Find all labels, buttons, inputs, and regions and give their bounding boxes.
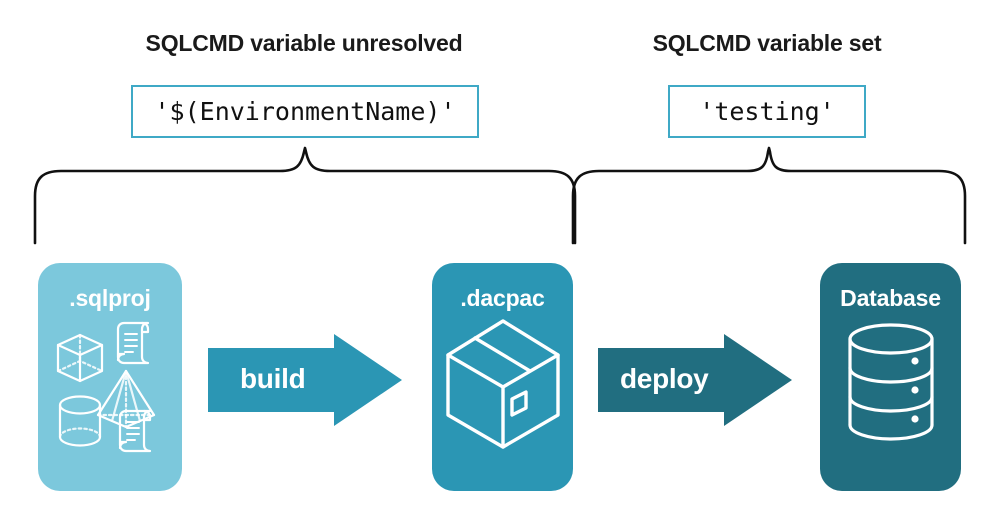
brace-connector-set [571,146,967,245]
code-value-box-set: 'testing' [668,85,866,138]
arrow-build [208,334,402,426]
stage-box-database[interactable]: Database [820,263,961,491]
database-cylinder-icon [820,321,961,447]
stage-box-dacpac[interactable]: .dacpac [432,263,573,491]
section-heading-unresolved: SQLCMD variable unresolved [145,30,463,56]
project-artifacts-icon [38,319,182,459]
arrow-label-deploy: deploy [620,363,709,394]
brace-connector-unresolved [33,146,577,245]
stage-label-sqlproj: .sqlproj [69,285,151,311]
arrow-label-build: build [240,363,306,394]
code-value-box-unresolved: '$(EnvironmentName)' [131,85,479,138]
section-heading-set: SQLCMD variable set [652,30,882,56]
package-box-icon [432,315,573,453]
stage-box-sqlproj[interactable]: .sqlproj [38,263,182,491]
stage-label-dacpac: .dacpac [460,285,545,311]
stage-label-database: Database [840,285,941,311]
arrow-deploy [598,334,792,426]
